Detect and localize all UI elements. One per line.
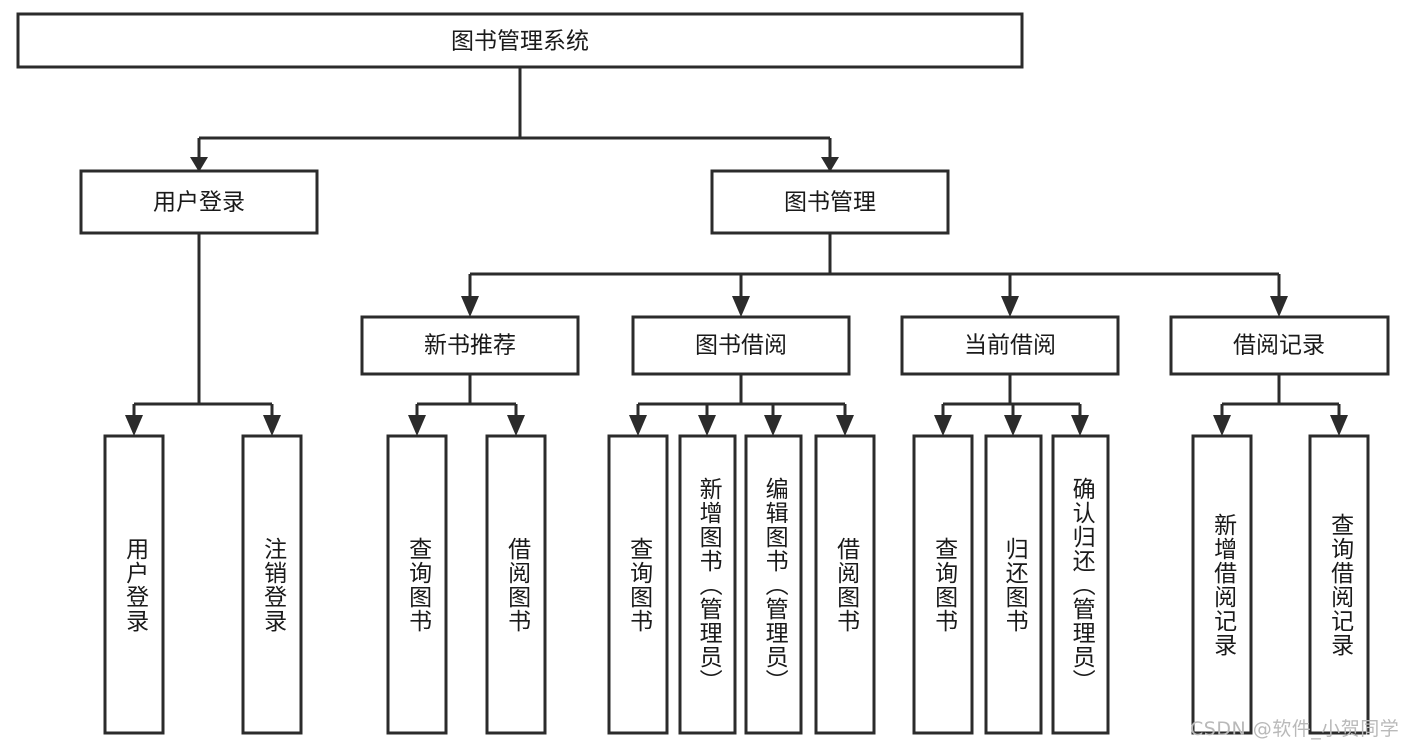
node-leaf-borrow-book-rec-box[interactable]	[485, 434, 547, 735]
node-book-manage[interactable]: 图书管理	[710, 169, 950, 235]
node-leaf-user-logout-box[interactable]	[241, 434, 303, 735]
node-borrow-record-box[interactable]	[1169, 315, 1390, 376]
node-new-book-recommend-label: 新书推荐	[424, 333, 516, 359]
node-current-borrow-box[interactable]	[900, 315, 1120, 376]
node-user-login[interactable]: 用户登录	[79, 169, 319, 235]
arrow-to-borrow-record	[1270, 296, 1288, 317]
csdn-watermark: CSDN @软件_小贺同学	[1190, 718, 1400, 740]
arrow-to-leaf-query-record	[1330, 415, 1348, 436]
arrow-to-book-borrow	[732, 296, 750, 317]
connector-current-borrow-trunk	[941, 374, 1082, 425]
leaf-box-group	[103, 434, 1370, 735]
node-leaf-user-login-box[interactable]	[103, 434, 165, 735]
connector-borrow-record-trunk	[1220, 374, 1341, 425]
connector-root-trunk	[197, 67, 832, 160]
arrow-to-leaf-borrow-book-rec	[507, 415, 525, 436]
arrow-to-leaf-add-record	[1213, 415, 1231, 436]
connector-user-login-trunk	[132, 233, 274, 425]
node-book-borrow-label: 图书借阅	[695, 333, 787, 359]
arrow-to-current-borrow	[1001, 296, 1019, 317]
arrow-to-leaf-user-logout	[263, 415, 281, 436]
connector-book-borrow-trunk	[636, 374, 847, 425]
node-new-book-recommend[interactable]: 新书推荐	[360, 315, 580, 376]
node-current-borrow-label: 当前借阅	[964, 333, 1056, 359]
node-user-login-label: 用户登录	[153, 190, 245, 216]
arrow-to-book-manage	[821, 157, 839, 172]
node-leaf-add-record-box[interactable]	[1191, 434, 1253, 735]
node-leaf-query-book-rec-box[interactable]	[386, 434, 448, 735]
connector-book-manage-trunk	[468, 233, 1281, 296]
node-leaf-confirm-return-box[interactable]	[1051, 434, 1110, 735]
connector-new-book-recommend-trunk	[415, 374, 518, 425]
arrow-to-leaf-query-book-cur	[934, 415, 952, 436]
arrow-to-leaf-edit-book	[764, 415, 782, 436]
arrow-to-leaf-return-book	[1004, 415, 1022, 436]
arrowhead-group	[125, 157, 1348, 436]
node-leaf-return-book-box[interactable]	[984, 434, 1043, 735]
node-new-book-recommend-box[interactable]	[360, 315, 580, 376]
arrow-to-leaf-query-book-rec	[408, 415, 426, 436]
arrow-to-leaf-confirm-return	[1071, 415, 1089, 436]
node-leaf-query-record-box[interactable]	[1308, 434, 1370, 735]
node-book-borrow-box[interactable]	[631, 315, 851, 376]
node-user-login-box[interactable]	[79, 169, 319, 235]
node-leaf-edit-book-box[interactable]	[744, 434, 803, 735]
node-leaf-borrow-book-brw-box[interactable]	[814, 434, 876, 735]
node-root-box[interactable]	[16, 12, 1024, 69]
arrow-to-user-login	[190, 157, 208, 172]
node-leaf-query-book-brw-box[interactable]	[607, 434, 669, 735]
node-book-manage-box[interactable]	[710, 169, 950, 235]
node-root-label: 图书管理系统	[451, 29, 589, 55]
node-current-borrow[interactable]: 当前借阅	[900, 315, 1120, 376]
node-root[interactable]: 图书管理系统	[16, 12, 1024, 69]
node-book-manage-label: 图书管理	[784, 190, 876, 216]
node-leaf-query-book-cur-box[interactable]	[912, 434, 974, 735]
node-borrow-record[interactable]: 借阅记录	[1169, 315, 1390, 376]
arrow-to-leaf-borrow-book-brw	[836, 415, 854, 436]
node-borrow-record-label: 借阅记录	[1233, 333, 1325, 359]
connector-group	[132, 67, 1341, 425]
arrow-to-leaf-add-book	[698, 415, 716, 436]
arrow-to-new-book-recommend	[461, 296, 479, 317]
arrow-to-leaf-user-login	[125, 415, 143, 436]
arrow-to-leaf-query-book-brw	[629, 415, 647, 436]
node-leaf-add-book-box[interactable]	[678, 434, 737, 735]
node-book-borrow[interactable]: 图书借阅	[631, 315, 851, 376]
